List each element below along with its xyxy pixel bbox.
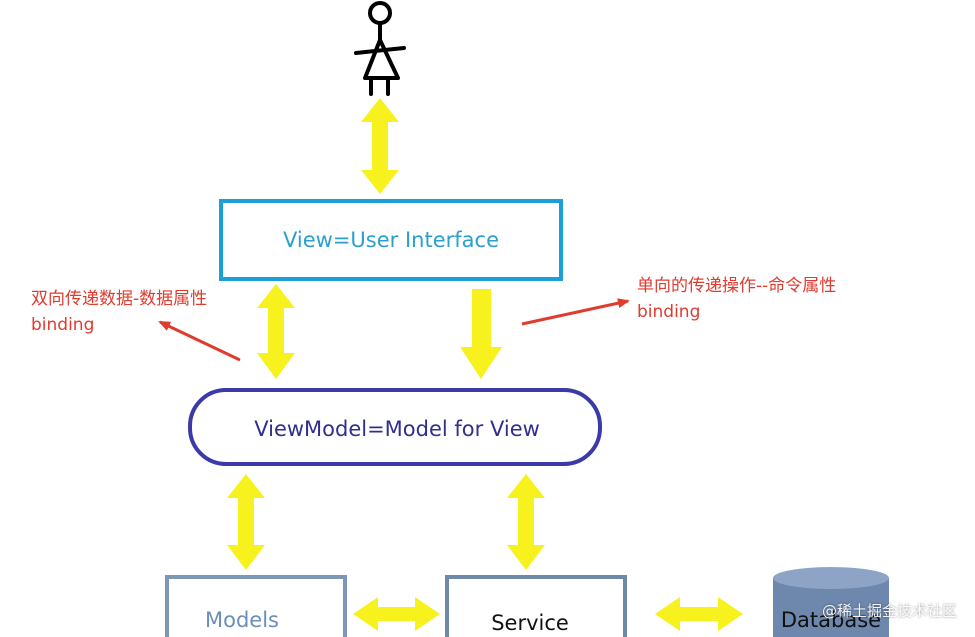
view-label: View=User Interface (283, 228, 499, 252)
viewmodel-box (188, 388, 602, 466)
service-label: Service (491, 611, 569, 635)
double-arrow-viewmodel-service (507, 474, 545, 570)
red-arrow-right (521, 298, 630, 326)
annotation-right-line2: binding (637, 302, 700, 322)
annotation-left-line1: 双向传递数据-数据属性 (31, 289, 207, 309)
database-cylinder (773, 567, 889, 637)
red-arrow-left (158, 320, 241, 362)
user-figure-icon (354, 1, 406, 96)
annotation-left-line2: binding (31, 315, 94, 335)
viewmodel-label: ViewModel=Model for View (254, 417, 540, 441)
arrows (227, 98, 743, 631)
service-box (445, 575, 627, 637)
database-label: Database (781, 608, 881, 632)
watermark-label: @稀土掘金技术社区 (821, 602, 957, 620)
double-arrow-viewmodel-models (227, 474, 265, 570)
view-box (219, 199, 563, 281)
models-box (165, 575, 347, 637)
models-label: Models (205, 608, 279, 632)
double-arrow-binding-data (257, 284, 295, 379)
annotation-right-line1: 单向的传递操作--命令属性 (637, 276, 836, 296)
double-arrow-models-service (353, 597, 440, 631)
double-arrow-user-view (361, 98, 399, 194)
double-arrow-service-database (655, 597, 743, 631)
arrow-command-down (460, 289, 502, 379)
